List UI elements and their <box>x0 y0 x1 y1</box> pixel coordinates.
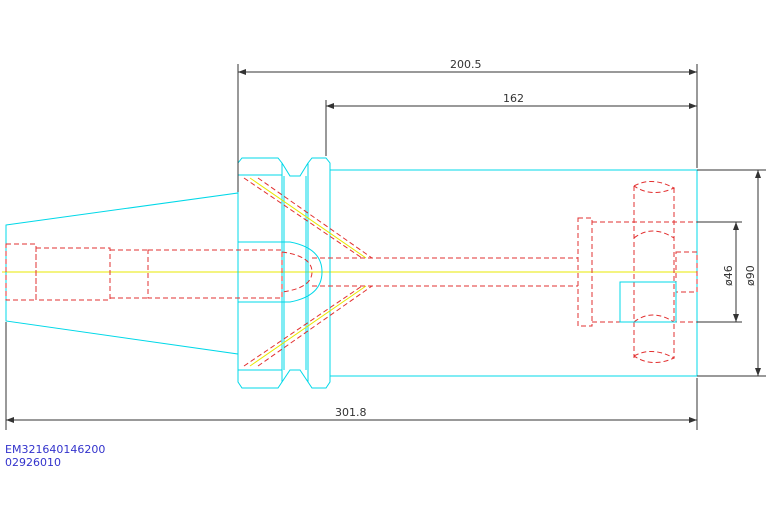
dimension-overall-top: 200.5 <box>450 58 482 71</box>
dimension-arrows <box>6 69 761 423</box>
dimension-inner-top: 162 <box>503 92 524 105</box>
coolant-channels <box>249 177 367 367</box>
taper-shank <box>5 192 239 355</box>
hidden-lines <box>5 177 698 367</box>
dimension-outer-diameter: ø90 <box>744 265 757 286</box>
flange <box>237 157 698 389</box>
dimension-overall-bottom: 301.8 <box>335 406 367 419</box>
dimension-lines <box>5 64 766 430</box>
order-number: 02926010 <box>5 456 61 469</box>
dimension-inner-diameter: ø46 <box>722 265 735 286</box>
part-number: EM321640146200 <box>5 443 106 456</box>
